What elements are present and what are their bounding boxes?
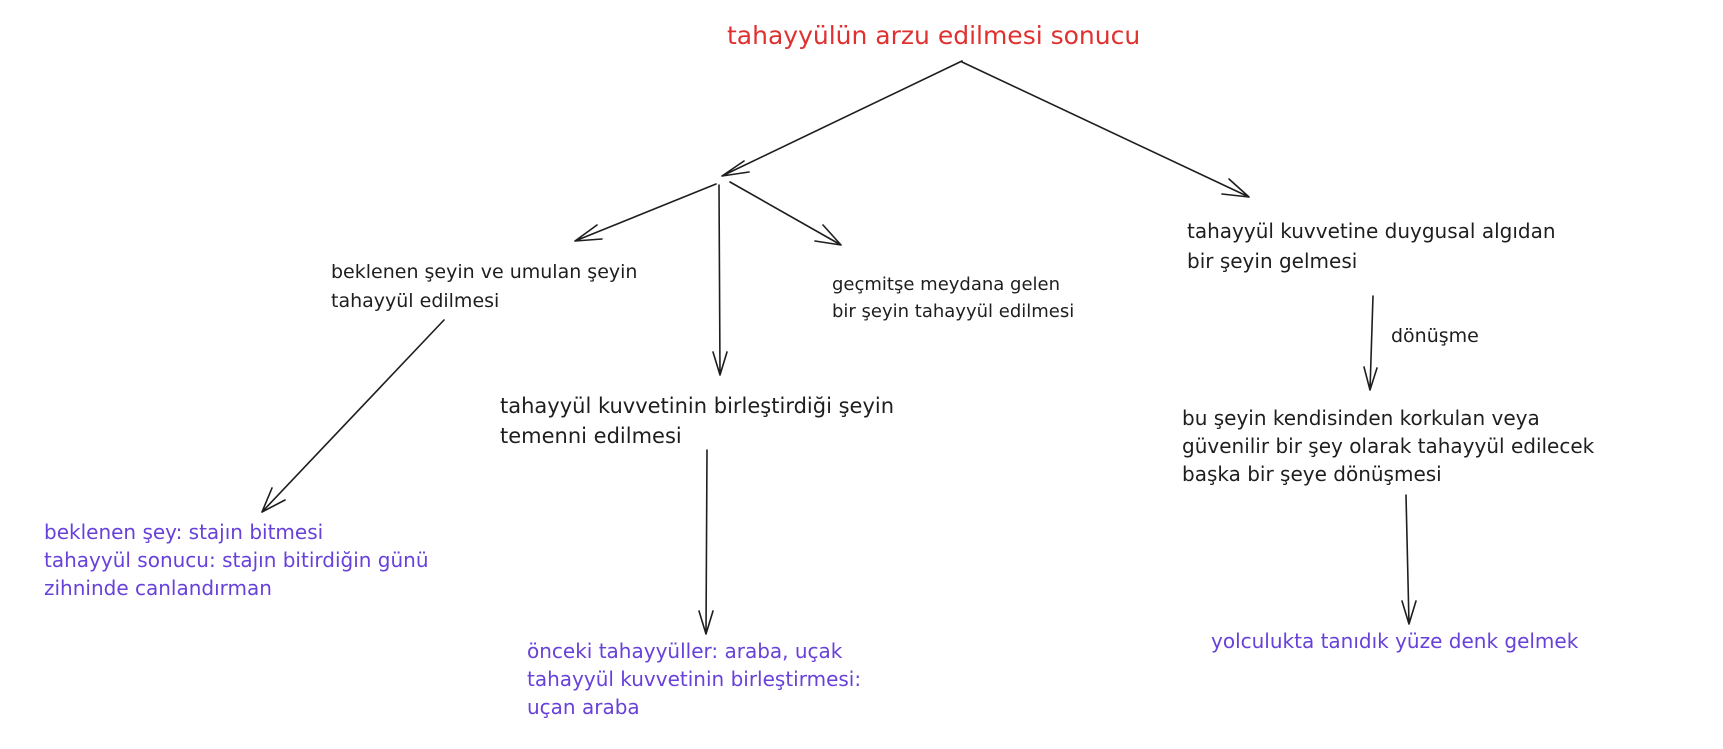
example-expected-line: beklenen şey: stajın bitmesi bbox=[44, 520, 324, 544]
node-past-line: geçmitşe meydana gelen bbox=[832, 274, 1061, 295]
node-transformed-line: güvenilir bir şey olarak tahayyül edilec… bbox=[1182, 434, 1595, 458]
edge-label-transform: dönüşme bbox=[1391, 324, 1479, 348]
node-combined-line: tahayyül kuvvetinin birleştirdiği şeyin bbox=[500, 394, 895, 418]
example-combined-line: önceki tahayyüller: araba, uçak bbox=[527, 639, 843, 663]
example-combined-line: tahayyül kuvvetinin birleştirmesi: bbox=[527, 667, 862, 691]
node-expected: beklenen şeyin ve umulan şeyin tahayyül … bbox=[331, 258, 637, 316]
arrow-hub-to-expected bbox=[574, 183, 717, 242]
example-emotional: yolculukta tanıdık yüze denk gelmek bbox=[1211, 627, 1578, 655]
example-emotional-line: yolculukta tanıdık yüze denk gelmek bbox=[1211, 629, 1579, 653]
node-past-line: bir şeyin tahayyül edilmesi bbox=[832, 301, 1075, 322]
arrow-emotional-to-transformed bbox=[1363, 295, 1378, 391]
root-title: tahayyülün arzu edilmesi sonucu bbox=[727, 20, 1140, 52]
example-expected-line: tahayyül sonucu: stajın bitirdiğin günü bbox=[44, 548, 429, 572]
example-combined-line: uçan araba bbox=[527, 695, 640, 719]
node-past: geçmitşe meydana gelen bir şeyin tahayyü… bbox=[832, 271, 1074, 325]
node-combined: tahayyül kuvvetinin birleştirdiği şeyin … bbox=[500, 391, 894, 451]
arrow-hub-to-past bbox=[729, 181, 842, 246]
arrow-transformed-to-example bbox=[1401, 494, 1417, 625]
node-emotional-line: bir şeyin gelmesi bbox=[1187, 249, 1358, 273]
arrow-expected-to-example bbox=[261, 319, 445, 513]
node-combined-line: temenni edilmesi bbox=[500, 424, 682, 448]
example-expected: beklenen şey: stajın bitmesi tahayyül so… bbox=[44, 518, 429, 602]
node-transformed-line: başka bir şeye dönüşmesi bbox=[1182, 462, 1442, 486]
node-expected-line: beklenen şeyin ve umulan şeyin bbox=[331, 261, 638, 283]
arrow-root-to-hub bbox=[721, 60, 963, 177]
node-expected-line: tahayyül edilmesi bbox=[331, 290, 500, 312]
arrow-root-to-emotional bbox=[961, 61, 1250, 198]
arrow-hub-to-combined bbox=[712, 184, 728, 376]
arrow-combined-to-example bbox=[698, 449, 714, 635]
example-combined: önceki tahayyüller: araba, uçak tahayyül… bbox=[527, 637, 861, 721]
node-transformed: bu şeyin kendisinden korkulan veya güven… bbox=[1182, 404, 1594, 488]
node-transformed-line: bu şeyin kendisinden korkulan veya bbox=[1182, 406, 1540, 430]
root-title-text: tahayyülün arzu edilmesi sonucu bbox=[727, 21, 1141, 50]
node-emotional: tahayyül kuvvetine duygusal algıdan bir … bbox=[1187, 216, 1556, 276]
arrow-group bbox=[261, 60, 1417, 635]
example-expected-line: zihninde canlandırman bbox=[44, 576, 272, 600]
edge-label-transform-text: dönüşme bbox=[1391, 325, 1479, 347]
node-emotional-line: tahayyül kuvvetine duygusal algıdan bbox=[1187, 219, 1556, 243]
